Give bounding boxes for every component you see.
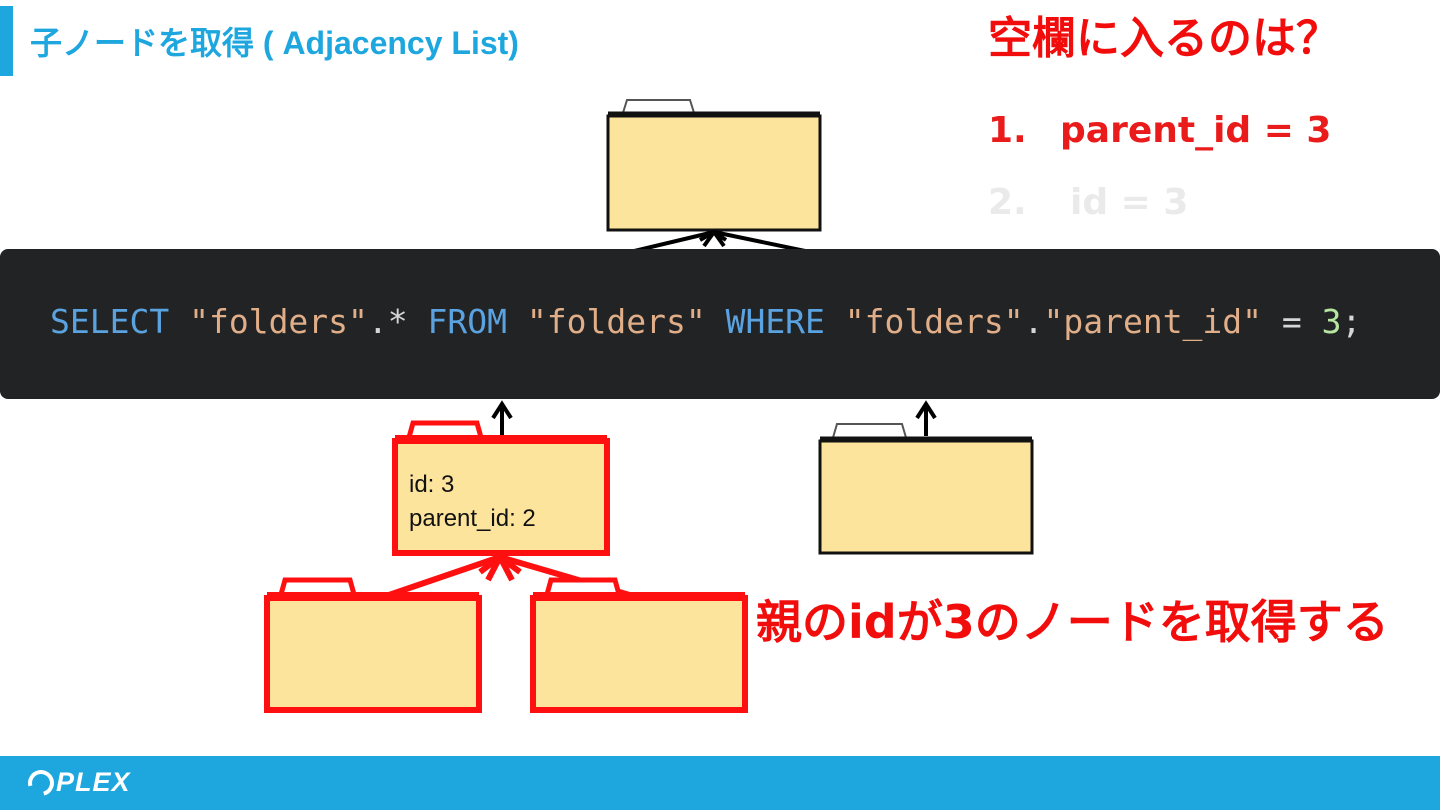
option-1-number: 1. [988, 110, 1027, 151]
option-2-text: id = 3 [1070, 182, 1189, 223]
option-2-number: 2. [988, 182, 1027, 223]
arrows-to-root [629, 230, 811, 254]
sql-star: .* [367, 302, 408, 341]
arrow-up-left [491, 400, 513, 436]
sql-column-name: "parent_id" [1043, 302, 1263, 341]
sql-keyword-select: SELECT [50, 302, 170, 341]
sibling-folder-icon [818, 423, 1034, 555]
tree-diagram [264, 99, 1034, 713]
code-block [0, 249, 1440, 399]
sql-table-name: "folders" [526, 302, 706, 341]
root-folder-icon [606, 99, 822, 232]
sql-dot: . [1023, 302, 1044, 341]
node-parent-id-label: parent_id: 2 [409, 505, 536, 532]
slide-title: 子ノードを取得 ( Adjacency List) [30, 25, 519, 61]
question-heading: 空欄に入るのは？ [988, 13, 1340, 64]
sql-equals: = [1281, 302, 1302, 341]
sql-keyword-from: FROM [427, 302, 508, 341]
option-1-text: parent_id = 3 [1060, 110, 1332, 151]
sql-keyword-where: WHERE [725, 302, 825, 341]
sql-query: SELECT "folders".* FROM "folders" WHERE … [50, 302, 1361, 341]
child-folder-left-icon [264, 577, 482, 713]
option-1: 1. parent_id = 3 [988, 110, 1331, 151]
explanation-caption: 親のidが3のノードを取得する [756, 595, 1389, 649]
sql-semicolon: ; [1341, 302, 1362, 341]
plex-logo-text: PLEX [56, 767, 131, 797]
arrow-up-right [915, 400, 937, 436]
title-accent-bar [0, 6, 13, 76]
sql-column-table: "folders" [844, 302, 1024, 341]
sql-value: 3 [1321, 302, 1342, 341]
child-folder-right-icon [530, 577, 748, 713]
selected-folder-icon [392, 420, 610, 556]
selected-node-label: id: 3 parent_id: 2 [409, 468, 536, 536]
sql-table-ref: "folders" [189, 302, 368, 341]
option-2: 2. id = 3 [988, 182, 1188, 223]
footer-bar [0, 756, 1440, 810]
node-id-label: id: 3 [409, 471, 455, 498]
